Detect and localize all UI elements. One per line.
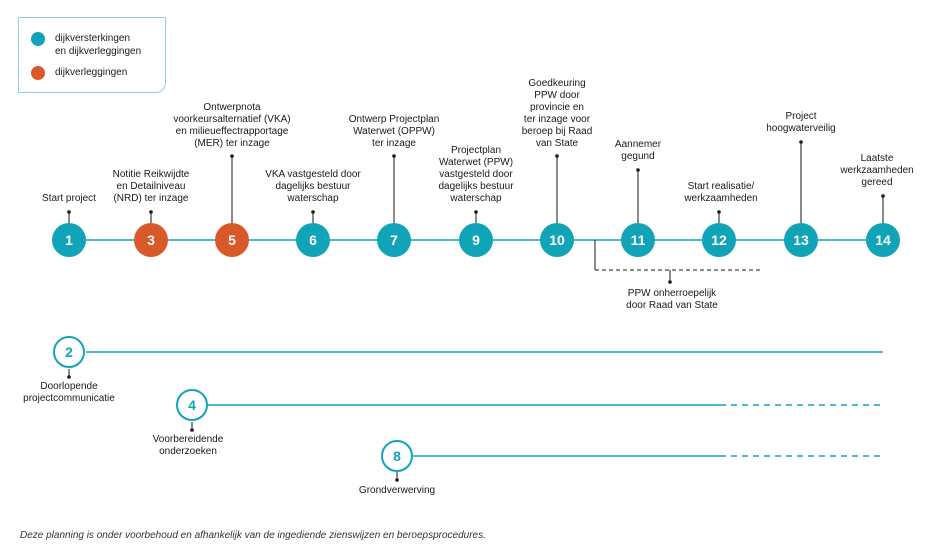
milestone-9-label: Projectplan Waterwet (PPW) vastgesteld d… <box>438 145 514 204</box>
milestone-7-circle: 7 <box>377 223 411 257</box>
ongoing-8-circle: 8 <box>381 440 413 472</box>
milestone-11-label: Aannemer gegund <box>614 139 662 162</box>
legend-item-dijkverleggingen: dijkverleggingen <box>31 66 165 80</box>
milestone-13-circle: 13 <box>784 223 818 257</box>
ongoing-2-circle: 2 <box>53 336 85 368</box>
milestone-3-circle: 3 <box>134 223 168 257</box>
legend-label: dijkverleggingen <box>55 67 128 78</box>
ongoing-8-label: Grondverwerving <box>358 485 436 496</box>
milestone-6-circle: 6 <box>296 223 330 257</box>
milestone-3-label: Notitie Reikwijdte en Detailniveau (NRD)… <box>112 169 190 204</box>
orange-dot-icon <box>31 66 45 80</box>
milestone-10-circle: 10 <box>540 223 574 257</box>
ongoing-2-label: Doorlopende projectcommunicatie <box>23 381 115 404</box>
milestone-11-circle: 11 <box>621 223 655 257</box>
milestone-12-label: Start realisatie/ werkzaamheden <box>684 181 758 204</box>
milestone-14-circle: 14 <box>866 223 900 257</box>
footnote: Deze planning is onder voorbehoud en afh… <box>20 530 486 541</box>
milestone-7-label: Ontwerp Projectplan Waterwet (OPPW) ter … <box>348 114 440 149</box>
teal-dot-icon <box>31 32 45 46</box>
ongoing-4-circle: 4 <box>176 389 208 421</box>
milestone-1-label: Start project <box>42 193 96 204</box>
legend: dijkversterkingen en dijkverleggingen di… <box>18 17 166 93</box>
milestone-9-circle: 9 <box>459 223 493 257</box>
ppw-onherroepelijk-label: PPW onherroepelijk door Raad van State <box>626 288 718 311</box>
milestone-5-label: Ontwerpnota voorkeursalternatief (VKA) e… <box>173 102 291 149</box>
milestone-12-circle: 12 <box>702 223 736 257</box>
legend-label: dijkversterkingen en dijkverleggingen <box>55 33 142 57</box>
milestone-10-label: Goedkeuring PPW door provincie en ter in… <box>521 78 593 149</box>
ongoing-4-label: Voorbereidende onderzoeken <box>152 434 224 457</box>
milestone-6-label: VKA vastgesteld door dagelijks bestuur w… <box>265 169 361 204</box>
milestone-1-circle: 1 <box>52 223 86 257</box>
milestone-14-label: Laatste werkzaamheden gereed <box>840 153 914 188</box>
milestone-13-label: Project hoogwaterveilig <box>766 111 836 134</box>
milestone-5-circle: 5 <box>215 223 249 257</box>
legend-item-dijkversterkingen: dijkversterkingen en dijkverleggingen <box>31 32 165 58</box>
